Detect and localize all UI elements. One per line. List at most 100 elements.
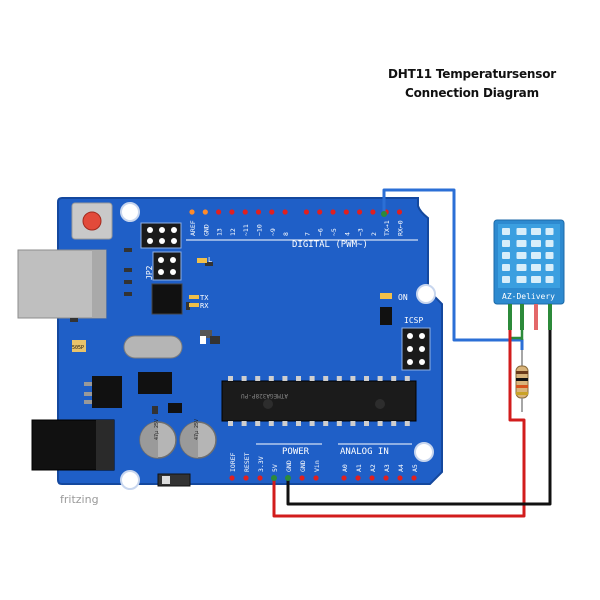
chip-pin <box>350 421 356 426</box>
digital-pin-hole[interactable] <box>370 209 376 215</box>
digital-pin-label: ~9 <box>269 228 277 236</box>
digital-pin-label: 12 <box>229 228 237 236</box>
sensor-grille-slot <box>531 228 541 235</box>
digital-pin-label: AREF <box>189 220 197 236</box>
chip-text: ATMEGA328P-PU <box>241 392 288 399</box>
power-pin-hole[interactable] <box>257 475 263 481</box>
chip-pin <box>268 376 274 381</box>
sensor-grille-slot <box>545 228 554 235</box>
power-pin-hole[interactable] <box>229 475 235 481</box>
digital-pin-label: ~6 <box>317 228 325 236</box>
analog-pin-hole[interactable] <box>411 475 417 481</box>
chip-pin <box>391 421 397 426</box>
chip-pin <box>323 376 329 381</box>
crystal-small <box>72 340 86 352</box>
power-pin-label: 3.3V <box>257 456 265 472</box>
analog-pin-label: A2 <box>369 464 377 472</box>
digital-pin-label: TX→1 <box>383 220 391 236</box>
board-outline <box>57 197 443 485</box>
power-pin-label: 5V <box>271 464 279 472</box>
digital-pin-hole[interactable] <box>357 209 363 215</box>
sensor-pin <box>520 304 524 330</box>
digital-pin-hole[interactable] <box>216 209 222 215</box>
digital-pin-hole[interactable] <box>269 209 275 215</box>
fritzing-watermark: fritzing <box>60 493 99 506</box>
digital-pin-hole[interactable] <box>242 209 248 215</box>
analog-pin-hole[interactable] <box>383 475 389 481</box>
icsp-label: ICSP <box>404 316 423 325</box>
sensor-grille-slot <box>516 264 527 271</box>
digital-pin-hole[interactable] <box>317 209 323 215</box>
crystal-label: 505P <box>72 345 84 351</box>
digital-pin-hole[interactable] <box>202 209 208 215</box>
chip-pin <box>323 421 329 426</box>
sensor-grille-slot <box>545 252 554 259</box>
power-pin-hole[interactable] <box>299 475 305 481</box>
chip-pin <box>282 376 288 381</box>
chip-pin <box>364 376 369 381</box>
power-pin-label: GND <box>285 460 293 472</box>
sensor-grille-slot <box>516 240 527 247</box>
analog-pin-label: A0 <box>341 464 349 472</box>
reset-button[interactable] <box>82 211 102 231</box>
sensor-grille-slot <box>531 276 541 283</box>
atmega-chip: ATMEGA328P-PU <box>221 380 417 422</box>
jp2-label: JP2 <box>145 265 154 280</box>
digital-pin-hole[interactable] <box>343 209 349 215</box>
power-pin-hole[interactable] <box>243 475 249 481</box>
l-led-label: L <box>208 256 212 264</box>
chip-pin <box>241 376 247 381</box>
digital-pin-hole[interactable] <box>282 209 288 215</box>
small-ic <box>138 372 172 394</box>
analog-pin-label: A4 <box>397 464 405 472</box>
sensor-grille-slot <box>502 252 510 259</box>
chip-pin <box>350 376 356 381</box>
on-led <box>380 293 392 299</box>
digital-pin-hole[interactable] <box>303 209 309 215</box>
sensor-grille-slot <box>545 240 554 247</box>
sensor-grille-slot <box>545 276 554 283</box>
digital-pin-label: ~5 <box>330 228 338 236</box>
chip-pin <box>309 421 315 426</box>
vcc-wire <box>272 330 526 518</box>
digital-pin-hole[interactable] <box>255 209 262 215</box>
mount-hole <box>120 202 140 222</box>
voltage-regulator <box>92 376 122 408</box>
sensor-grille-slot <box>516 228 527 235</box>
analog-pin-hole[interactable] <box>355 475 361 481</box>
sensor-grille-slot <box>531 240 541 247</box>
analog-pin-hole[interactable] <box>369 475 375 481</box>
power-pin-hole[interactable] <box>313 475 319 481</box>
digital-pin-hole[interactable] <box>396 209 403 215</box>
digital-pin-hole[interactable] <box>330 209 336 215</box>
analog-pin-label: A3 <box>383 464 391 472</box>
capacitor: 47µ 25V <box>139 419 177 459</box>
diagram-title-line-2: Connection Diagram <box>405 86 539 100</box>
analog-pin-label: A1 <box>355 464 363 472</box>
digital-header <box>184 205 416 215</box>
digital-pin-label: ~3 <box>357 228 365 236</box>
chip-pin <box>296 376 301 381</box>
digital-pin-hole[interactable] <box>229 209 235 215</box>
mount-hole <box>416 284 436 304</box>
chip-pin <box>228 421 233 426</box>
digital-pin-label: 4 <box>343 232 351 236</box>
sensor-grille-slot <box>502 264 510 271</box>
power-pin-label: RESET <box>243 452 251 472</box>
power-label: POWER <box>282 447 310 457</box>
l-led <box>197 258 207 263</box>
analog-pin-hole[interactable] <box>341 475 347 481</box>
chip-pin <box>228 376 233 381</box>
chip-pin <box>336 421 342 426</box>
power-pin-label: GND <box>299 460 307 472</box>
chip-pin <box>268 421 274 426</box>
digital-pin-hole[interactable] <box>189 209 195 215</box>
sensor-grille-slot <box>502 240 510 247</box>
tx-led <box>189 295 199 299</box>
sensor-grille-slot <box>545 264 554 271</box>
analog-pin-hole[interactable] <box>397 475 403 481</box>
chip-pin <box>255 376 261 381</box>
sensor-grille-slot <box>502 276 510 283</box>
